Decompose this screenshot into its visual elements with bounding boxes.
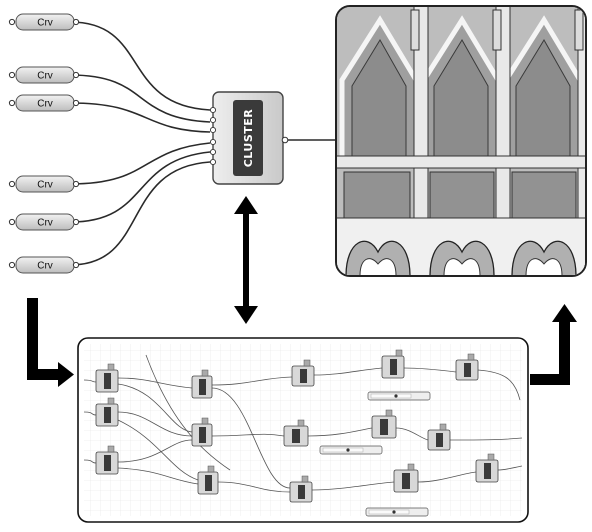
cluster-output-port	[282, 137, 288, 143]
cluster-component[interactable]: CLUSTER	[210, 92, 287, 184]
cluster-label: CLUSTER	[242, 109, 255, 168]
rendered-window-preview	[336, 6, 588, 276]
gothic-window-tracery-icon	[336, 6, 588, 276]
number-slider	[366, 508, 428, 516]
crv-param-4[interactable]: Crv	[9, 176, 78, 192]
input-param-list: Crv Crv Crv Crv Crv	[9, 14, 78, 273]
crv-label: Crv	[37, 18, 53, 29]
input-wires	[70, 22, 338, 265]
crv-label: Crv	[37, 218, 53, 229]
crv-label: Crv	[37, 180, 53, 191]
crv-param-5[interactable]: Crv	[9, 214, 78, 230]
number-slider	[320, 446, 382, 454]
crv-label: Crv	[37, 99, 53, 110]
crv-param-1[interactable]: Crv	[9, 14, 78, 30]
arrow-up-icon	[530, 304, 577, 385]
crv-param-3[interactable]: Crv	[9, 95, 78, 111]
crv-param-6[interactable]: Crv	[9, 257, 78, 273]
double-arrow-icon	[234, 196, 258, 324]
arrow-right-icon	[27, 298, 74, 387]
crv-param-2[interactable]: Crv	[9, 67, 78, 83]
crv-label: Crv	[37, 261, 53, 272]
cluster-definition-canvas[interactable]	[78, 338, 528, 522]
number-slider	[368, 392, 430, 400]
crv-label: Crv	[37, 71, 53, 82]
